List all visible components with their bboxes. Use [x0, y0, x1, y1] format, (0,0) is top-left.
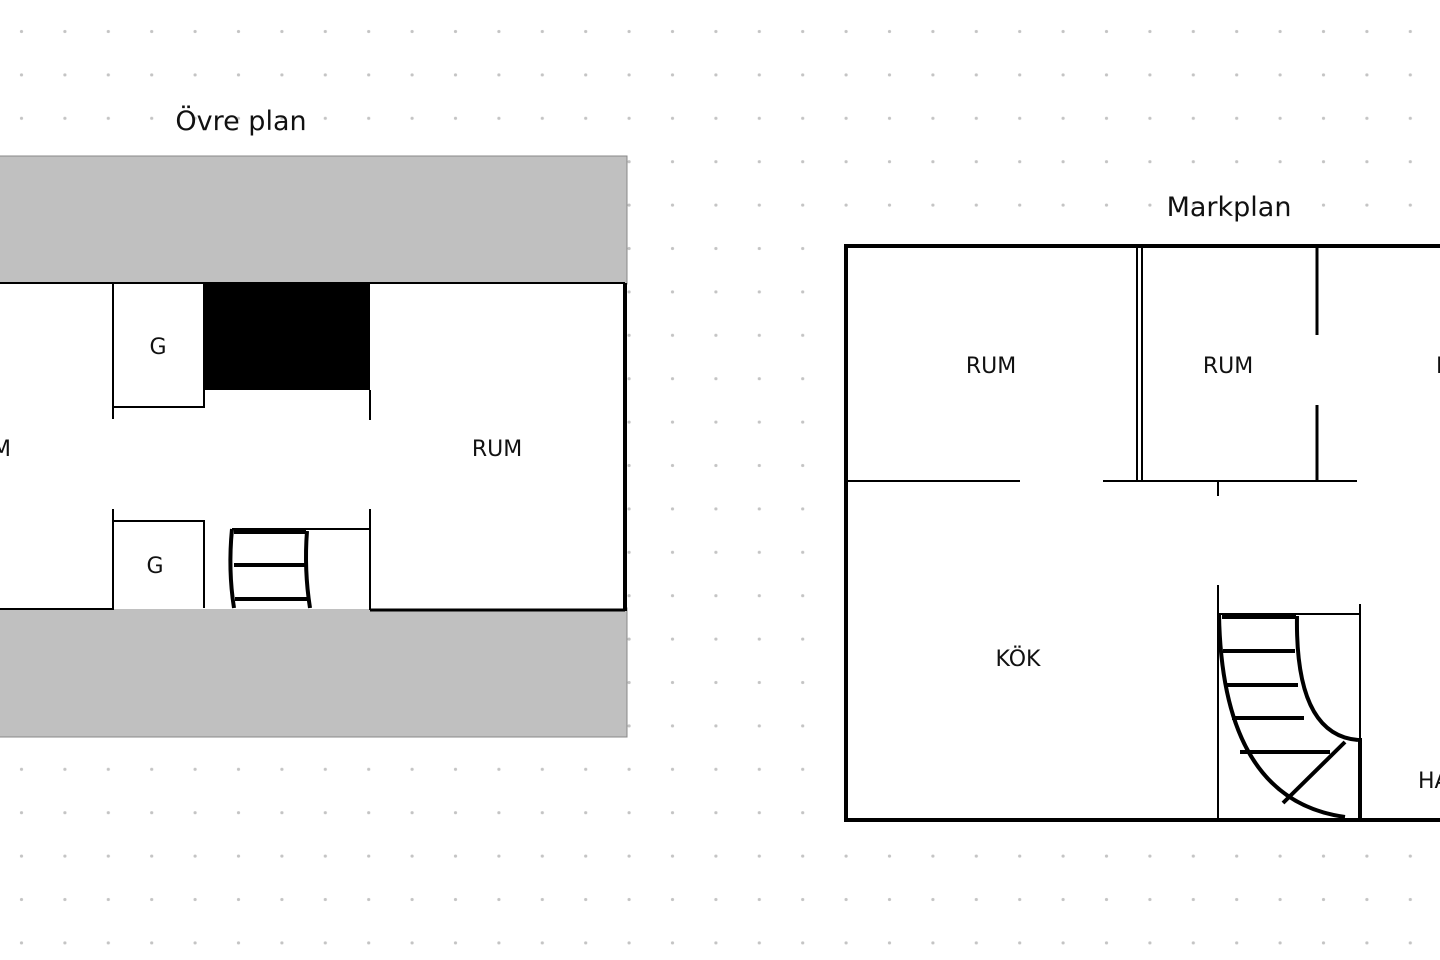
room-label: M — [0, 437, 11, 462]
upper-stairs — [228, 528, 312, 609]
ground-stairs — [1217, 613, 1362, 820]
roof-top — [0, 155, 628, 285]
ground-walls — [846, 246, 1361, 820]
ground-plan[interactable]: Markplan RUM RUM R KÖK — [844, 192, 1440, 822]
upper-plan-title: Övre plan — [175, 105, 306, 137]
room-label: RUM — [966, 354, 1016, 379]
closet-label: G — [146, 554, 163, 579]
ground-plan-title: Markplan — [1167, 192, 1292, 223]
chimney — [204, 284, 370, 390]
room-label: RUM — [1203, 354, 1253, 379]
kitchen-label: KÖK — [996, 646, 1042, 672]
room-label: RUM — [472, 437, 522, 462]
upper-plan[interactable]: Övre plan G G RUM M — [0, 105, 628, 738]
roof-bottom — [0, 607, 628, 738]
hall-label: HA — [1418, 769, 1440, 794]
room-label: R — [1436, 354, 1440, 379]
closet-label: G — [149, 335, 166, 360]
